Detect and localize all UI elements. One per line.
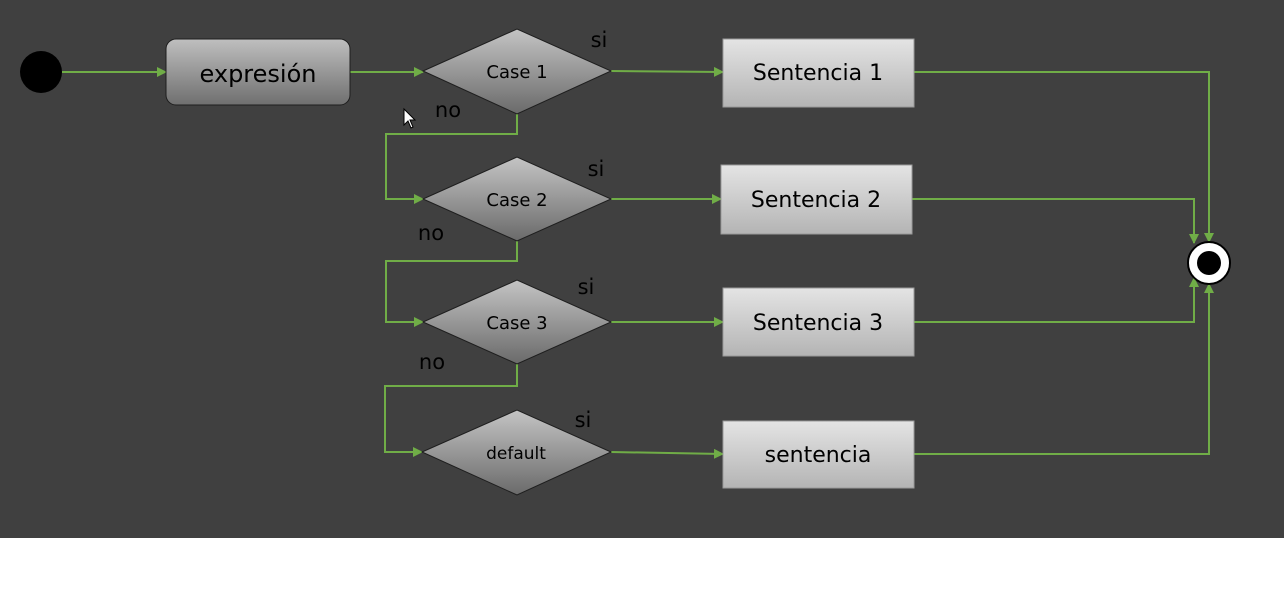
case2-no-label: no: [418, 221, 444, 245]
sentence1-label: Sentencia 1: [753, 61, 883, 86]
diagram-canvas: expresión Case 1 Case 2 Case 3 default S…: [0, 0, 1284, 538]
edge-case3-no: [384, 364, 518, 457]
case3-yes-label: si: [578, 275, 595, 299]
edge-sentence3-to-end: [914, 277, 1199, 323]
edge-sentence2-to-end: [912, 198, 1199, 244]
expression-label: expresión: [200, 60, 317, 88]
edge-sentencia-to-end: [914, 283, 1214, 455]
case2-decision: Case 2: [421, 156, 613, 242]
expression-node: expresión: [165, 38, 351, 106]
edge-case1-no: [385, 114, 518, 204]
case1-decision: Case 1: [421, 28, 613, 115]
case1-label: Case 1: [486, 62, 547, 83]
sentence2-node: Sentencia 2: [720, 164, 913, 235]
case2-label: Case 2: [486, 190, 547, 211]
edge-case1-yes: [610, 66, 724, 77]
mouse-cursor-icon: [403, 107, 417, 129]
sentence2-label: Sentencia 2: [751, 188, 881, 213]
case1-yes-label: si: [591, 28, 608, 52]
edges: [62, 66, 1214, 459]
end-node: [1187, 241, 1231, 285]
default-decision: default: [420, 409, 613, 496]
case3-no-label: no: [419, 350, 445, 374]
default-yes-label: si: [575, 408, 592, 432]
sentence-default-label: sentencia: [765, 443, 872, 468]
sentence3-label: Sentencia 3: [753, 311, 883, 336]
sentence1-node: Sentencia 1: [722, 38, 915, 108]
flowchart: expresión Case 1 Case 2 Case 3 default S…: [20, 28, 1231, 496]
edge-default-yes: [610, 448, 724, 459]
case2-yes-label: si: [588, 157, 605, 181]
start-node: [20, 51, 62, 93]
edge-sentence1-to-end: [914, 71, 1214, 243]
case3-decision: Case 3: [421, 279, 613, 365]
case3-label: Case 3: [486, 313, 547, 334]
edge-case2-no: [385, 241, 518, 327]
sentence3-node: Sentencia 3: [722, 287, 915, 357]
edge-labels: si no si no si no si: [418, 28, 607, 432]
default-label: default: [486, 444, 546, 464]
case1-no-label: no: [435, 98, 461, 122]
sentence-default-node: sentencia: [722, 420, 915, 489]
